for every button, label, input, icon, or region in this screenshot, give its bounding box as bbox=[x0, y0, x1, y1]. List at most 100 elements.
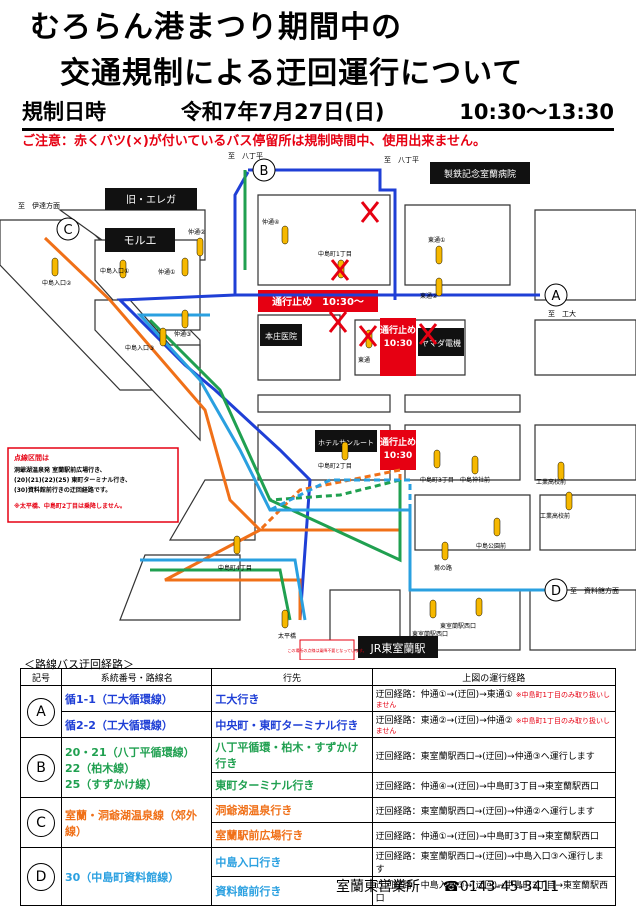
date-value: 令和7年7月27日(日) bbox=[180, 100, 385, 124]
stop-nakadori2: 仲通② bbox=[188, 228, 206, 257]
svg-text:A: A bbox=[552, 289, 561, 304]
svg-text:通行止め: 通行止め bbox=[380, 324, 416, 336]
route-label-c: C bbox=[56, 217, 80, 241]
path-cell: 迂回経路：中島入口③→(迂回)→中島町3丁目→東室蘭駅西口 bbox=[371, 876, 617, 906]
closed-stop-marks bbox=[328, 201, 438, 347]
route-sky-dashed bbox=[269, 478, 412, 512]
building-morue: モルエ bbox=[105, 228, 175, 252]
stop-naka4chome: 中島町4丁目 bbox=[218, 535, 252, 572]
svg-text:中島町3丁目: 中島町3丁目 bbox=[420, 476, 454, 484]
table-caption: ＜路線バス迂回経路＞ bbox=[24, 658, 134, 671]
route-label-d: D bbox=[544, 578, 568, 602]
dest-cell: 東町ターミナル行き bbox=[211, 772, 373, 798]
detour-map: 旧・エレガ モルエ 製鉄記念室蘭病院 本庄医院 ヤマダ電機 ホテルサンルート J… bbox=[0, 150, 636, 660]
svg-text:東通①: 東通① bbox=[428, 236, 445, 244]
svg-text:洞爺湖温泉発 室蘭駅前広場行き、: 洞爺湖温泉発 室蘭駅前広場行き、 bbox=[14, 466, 106, 474]
stop-higashinishi: 東室蘭駅西口 bbox=[412, 599, 448, 638]
svg-text:10:30: 10:30 bbox=[384, 451, 413, 461]
mark-a: A bbox=[27, 697, 55, 726]
stop-naka3: 中島入口③ bbox=[125, 327, 167, 352]
svg-text:点線区間は: 点線区間は bbox=[14, 453, 49, 462]
svg-text:中島町1丁目: 中島町1丁目 bbox=[318, 250, 352, 258]
dest-cell: 工大行き bbox=[211, 685, 373, 712]
svg-text:仲通①: 仲通① bbox=[158, 268, 175, 276]
date-label: 規制日時 bbox=[22, 100, 106, 124]
closure-vertical-2: 通行止め 10:30 bbox=[380, 430, 416, 470]
svg-text:(30)資料館前行きの迂回経路です。: (30)資料館前行きの迂回経路です。 bbox=[14, 486, 111, 494]
building-memorial-hospital: 製鉄記念室蘭病院 bbox=[430, 162, 530, 184]
svg-text:中島入口②: 中島入口② bbox=[42, 279, 72, 287]
svg-text:ヤマダ電機: ヤマダ電機 bbox=[421, 338, 461, 348]
route-orange bbox=[43, 236, 400, 620]
table-row: B 20・21（八丁平循環線） 22（柏木線） 25（すずかけ線） 八丁平循環・… bbox=[20, 737, 617, 798]
stop-kodaimae: 工業高校前 bbox=[536, 461, 566, 486]
building-jr: JR東室蘭駅 bbox=[358, 636, 438, 658]
svg-text:仲通④: 仲通④ bbox=[262, 218, 279, 226]
path-cell: 迂回経路：東通②→(迂回)→仲通② ※中島町1丁目のみ取り扱いしません bbox=[371, 711, 617, 738]
svg-text:東室蘭駅西口: 東室蘭駅西口 bbox=[440, 622, 476, 630]
building-honjo-clinic: 本庄医院 bbox=[260, 324, 302, 346]
title-line2: 交通規制による迂回運行について bbox=[60, 56, 524, 91]
stop-nakadori3: 仲通③ bbox=[174, 309, 191, 338]
svg-text:B: B bbox=[260, 164, 269, 179]
route-cell: 循1-1（工大循環線） bbox=[60, 685, 213, 712]
svg-text:東通②: 東通② bbox=[420, 292, 438, 300]
path-cell: 迂回経路：仲通④→(迂回)→中島町3丁目→東室蘭駅西口 bbox=[371, 772, 617, 798]
stop-nakadori4: 仲通④ bbox=[262, 218, 289, 245]
date-line: 規制日時 令和7年7月27日(日) 10:30～13:30 bbox=[22, 96, 614, 131]
col-path: 上図の運行経路 bbox=[371, 668, 617, 686]
closure-vertical-1: 通行止め 10:30 bbox=[380, 318, 416, 376]
table-row: 循2-2（工大循環線） 中央町・東町ターミナル行き 迂回経路：東通②→(迂回)→… bbox=[21, 711, 617, 738]
dest-cell: 資料館前行き bbox=[211, 876, 373, 906]
svg-text:仲通②: 仲通② bbox=[188, 228, 206, 236]
svg-text:工業高校前: 工業高校前 bbox=[536, 478, 566, 486]
route-label-a: A bbox=[544, 283, 568, 307]
path-cell: 迂回経路：東室蘭駅西口→(迂回)→仲通②へ運行します bbox=[371, 797, 617, 823]
closure-horizontal: 通行止め 10:30～ bbox=[258, 290, 378, 312]
svg-text:中島町2丁目: 中島町2丁目 bbox=[318, 462, 352, 470]
col-route: 系統番号・路線名 bbox=[60, 668, 213, 686]
stop-nakajimapark: 中島公園前 bbox=[476, 517, 506, 550]
table-row: A 循1-1（工大循環線） 工大行き 迂回経路：仲通①→(迂回)→東通① ※中島… bbox=[20, 685, 617, 738]
stop-hokidai: 鷲の路 bbox=[434, 541, 452, 572]
route-blue bbox=[116, 168, 540, 621]
dir-hatchodaira-c: 至 八丁平 bbox=[384, 156, 419, 164]
svg-text:東室蘭駅西口: 東室蘭駅西口 bbox=[412, 630, 448, 638]
svg-text:D: D bbox=[551, 584, 561, 599]
dest-cell: 室蘭駅前広場行き bbox=[211, 822, 373, 848]
svg-text:工業高校前: 工業高校前 bbox=[540, 512, 570, 520]
route-cell: 循2-2（工大循環線） bbox=[60, 711, 213, 738]
svg-text:太平橋: 太平橋 bbox=[278, 632, 296, 640]
svg-text:中島公園前: 中島公園前 bbox=[476, 542, 506, 550]
mark-c: C bbox=[27, 808, 55, 837]
table-row: 東町ターミナル行き 迂回経路：仲通④→(迂回)→中島町3丁目→東室蘭駅西口 bbox=[21, 772, 617, 798]
svg-text:旧・エレガ: 旧・エレガ bbox=[126, 194, 176, 206]
stop-naka2: 中島入口② bbox=[42, 257, 72, 287]
office-name: 室蘭東営業所 bbox=[336, 879, 420, 895]
phone-number: ☎0143-45-3411 bbox=[442, 879, 560, 895]
svg-text:C: C bbox=[63, 223, 72, 238]
mark-b: B bbox=[27, 753, 55, 782]
route-green-dashed bbox=[269, 478, 401, 502]
footer: 室蘭東営業所 ☎0143-45-3411 bbox=[336, 876, 559, 896]
building-elega: 旧・エレガ bbox=[105, 188, 197, 210]
path-cell: 迂回経路：仲通①→(迂回)→東通① ※中島町1丁目のみ取り扱いしません bbox=[371, 685, 617, 712]
dest-cell: 中央町・東町ターミナル行き bbox=[211, 711, 373, 738]
stop-taiheibashi: 太平橋 bbox=[278, 609, 296, 640]
dir-izu: 至 伊達方面 bbox=[18, 201, 60, 210]
stop-naka3chome: 中島町3丁目 bbox=[420, 449, 454, 484]
svg-text:東通: 東通 bbox=[358, 356, 370, 364]
path-cell: 迂回経路：東室蘭駅西口→(迂回)→仲通③へ運行します bbox=[371, 737, 617, 773]
svg-text:10:30: 10:30 bbox=[384, 339, 413, 349]
mark-d: D bbox=[27, 862, 55, 891]
svg-text:(20)(21)(22)(25) 東町ターミナル行き、: (20)(21)(22)(25) 東町ターミナル行き、 bbox=[14, 476, 131, 484]
table-row: 室蘭駅前広場行き 迂回経路：仲通①→(迂回)→中島町3丁目→東室蘭駅西口 bbox=[21, 822, 617, 848]
svg-text:中島入口③: 中島入口③ bbox=[125, 344, 154, 352]
table-row: C 室蘭・洞爺湖温泉線（郊外線） 洞爺湖温泉行き 迂回経路：東室蘭駅西口→(迂回… bbox=[20, 797, 617, 848]
dir-hatchodaira-b: 至 八丁平 bbox=[228, 152, 263, 160]
stop-naka2chome: 中島町2丁目 bbox=[318, 441, 352, 470]
table-row: D 30（中島町資料館線） 中島入口行き 迂回経路：東室蘭駅西口→(迂回)→中島… bbox=[20, 847, 617, 906]
svg-text:JR東室蘭駅: JR東室蘭駅 bbox=[370, 641, 426, 655]
svg-text:この場所の点線は乗降不要となっています。: この場所の点線は乗降不要となっています。 bbox=[287, 647, 366, 653]
dir-shiryokan: 至 資料館方面 bbox=[570, 586, 619, 595]
